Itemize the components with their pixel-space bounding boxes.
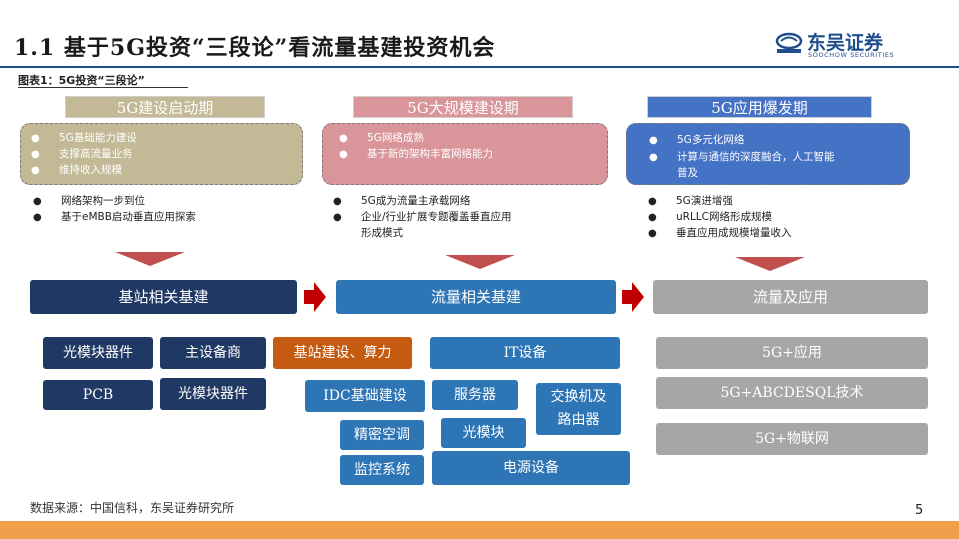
category-application: 流量及应用 [653, 280, 928, 314]
footer-bar [0, 521, 959, 539]
figure-label-underline [18, 87, 188, 88]
tag-switch-router-line: 路由器 [557, 412, 600, 428]
tag-base-station-construction: 基站建设、算力 [273, 337, 412, 369]
tag-precision-ac: 精密空调 [340, 420, 424, 450]
tag-optical-module: 光模块器件 [160, 378, 266, 410]
tag-monitoring-system: 监控系统 [340, 455, 424, 485]
page-title: 1.1 基于5G投资“三段论”看流量基建投资机会 [14, 35, 496, 61]
tag-5g-application: 5G+应用 [656, 337, 928, 369]
tag-main-equipment: 主设备商 [160, 337, 266, 369]
phase-2-box: ●5G网络成熟 ●基于新的架构丰富网络能力 [322, 123, 608, 185]
tag-5g-iot: 5G+物联网 [656, 423, 928, 455]
right-arrow-icon [622, 282, 644, 312]
tag-idc-construction: IDC基础建设 [305, 380, 425, 412]
tag-power-equipment: 电源设备 [432, 451, 630, 485]
phase-3-title: 5G应用爆发期 [647, 96, 872, 118]
phase-1-box: ●5G基础能力建设 ●支撑高流量业务 ●维持收入规模 [20, 123, 303, 185]
logo-mark-icon [775, 32, 803, 53]
tag-it-equipment: IT设备 [430, 337, 620, 369]
tag-optical-module: 光模块器件 [43, 337, 153, 369]
phase-2-title: 5G大规模建设期 [353, 96, 573, 118]
company-logo: 东吴证券 SOOCHOW SECURITIES [775, 30, 955, 60]
tag-5g-abcdesql: 5G+ABCDESQL技术 [656, 377, 928, 409]
down-arrow-icon [115, 252, 185, 266]
page-number: 5 [915, 503, 924, 518]
down-arrow-icon [445, 255, 515, 269]
right-arrow-icon [304, 282, 326, 312]
tag-switch-router: 交换机及 路由器 [536, 383, 621, 435]
logo-text-en: SOOCHOW SECURITIES [808, 51, 895, 59]
logo-text-cn: 东吴证券 [807, 32, 884, 54]
data-source: 数据来源：中国信科，东吴证券研究所 [30, 501, 235, 515]
down-arrow-icon [735, 257, 805, 271]
tag-switch-router-line: 交换机及 [550, 389, 607, 405]
figure-label: 图表1：5G投资“三段论” [18, 74, 145, 87]
tag-optical-module-traffic: 光模块 [441, 418, 526, 448]
title-divider [0, 66, 959, 68]
tag-pcb: PCB [43, 380, 153, 410]
category-traffic: 流量相关基建 [336, 280, 616, 314]
tag-server: 服务器 [432, 380, 518, 410]
phase-1-title: 5G建设启动期 [65, 96, 265, 118]
phase-3-box: ●5G多元化网络 ●计算与通信的深度融合，人工智能 普及 [626, 123, 910, 185]
category-base-station: 基站相关基建 [30, 280, 297, 314]
